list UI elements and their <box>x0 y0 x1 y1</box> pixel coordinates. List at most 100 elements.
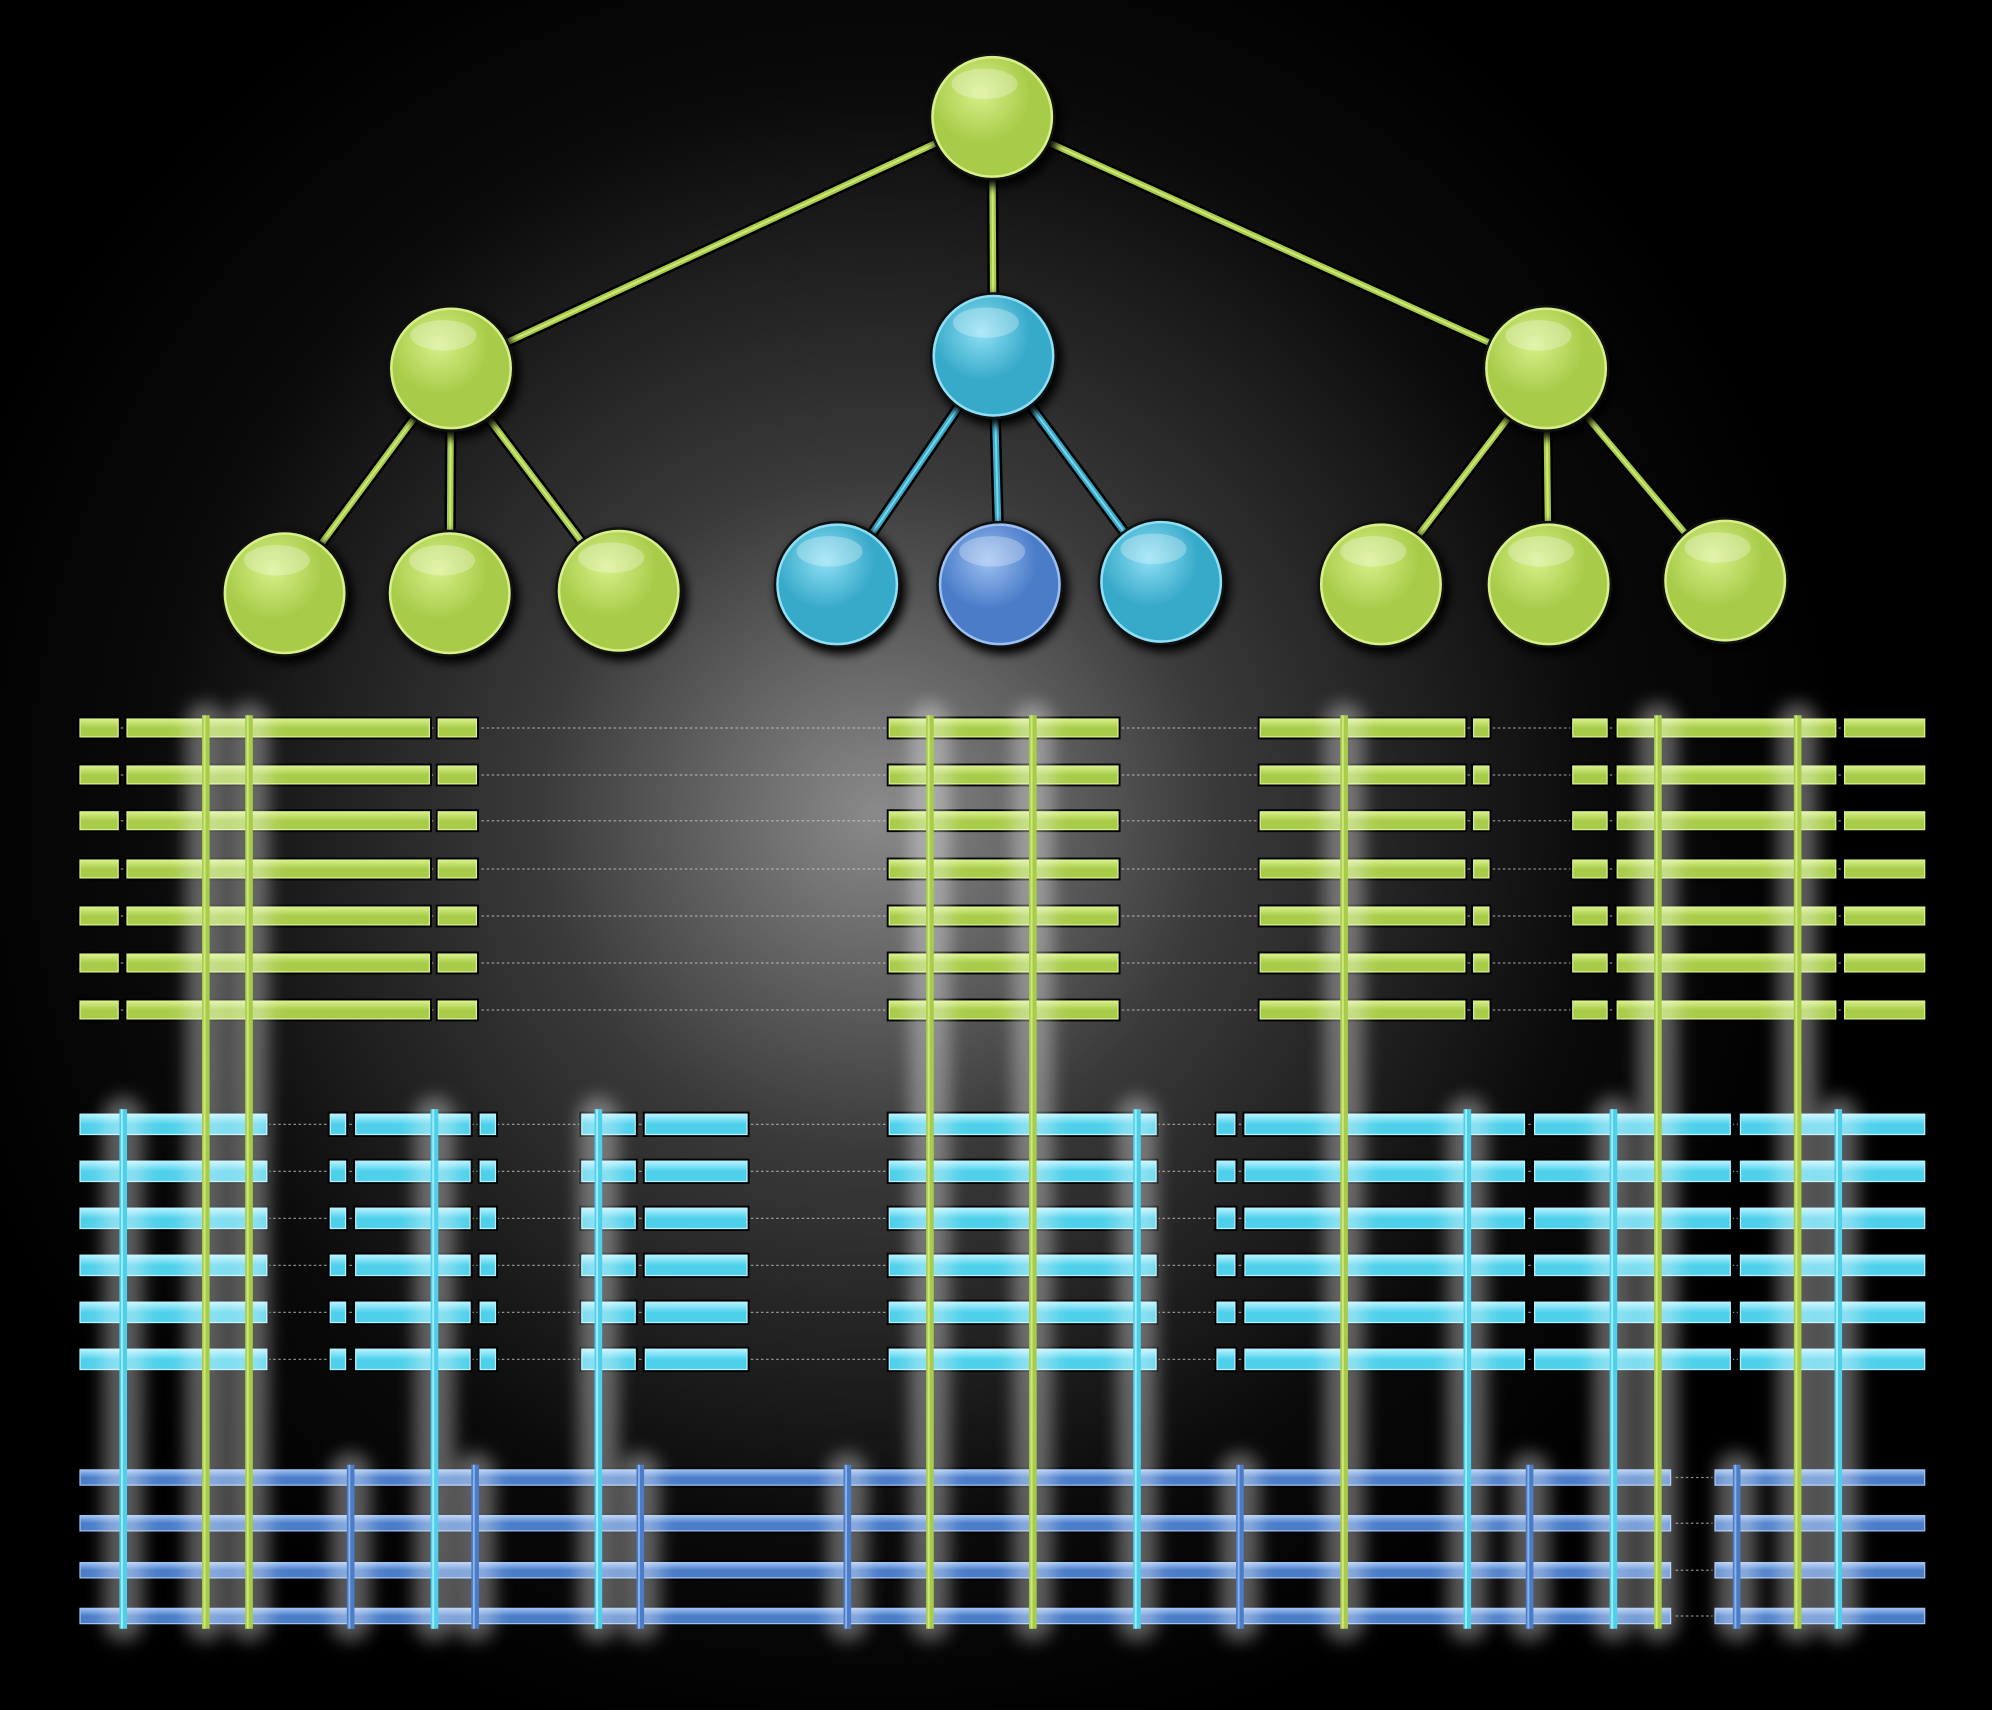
green-bar-r6-s7 <box>1572 953 1608 973</box>
green-bar-r5-s1 <box>79 906 119 926</box>
green-bar-r6-s9 <box>1843 953 1926 973</box>
green-bar-r7-s3 <box>437 1000 478 1020</box>
level3-node-2-3-gloss <box>1120 533 1187 565</box>
green-bar-r7-s2 <box>126 1000 431 1020</box>
blue-bar-r4-s1 <box>79 1607 1672 1625</box>
cyan-bar-r3-s4 <box>479 1207 497 1230</box>
green-bar-r6-s6 <box>1473 953 1490 973</box>
level3-node-2-1[interactable] <box>776 523 899 646</box>
level3-node-1-3-gloss <box>578 542 645 573</box>
cyan-bar-r4-s2 <box>329 1254 347 1277</box>
green-bar-r1-s1 <box>79 718 119 738</box>
root-node[interactable] <box>931 55 1054 178</box>
green-bar-r3-s7 <box>1572 811 1608 831</box>
green-bar-r4-s1 <box>79 859 119 879</box>
cyan-bar-r2-s8 <box>1216 1160 1236 1183</box>
green-bar-r3-s1 <box>79 811 119 831</box>
level2-node-1[interactable] <box>390 307 512 430</box>
cyan-bar-r4-s4 <box>479 1254 497 1277</box>
green-bar-r7-s7 <box>1572 1000 1608 1020</box>
level3-node-1-2-gloss <box>409 545 476 576</box>
green-bar-r5-s3 <box>437 906 478 926</box>
green-bar-r2-s2 <box>126 765 431 785</box>
green-bar-r4-s9 <box>1843 859 1926 879</box>
cyan-bar-r1-s8 <box>1216 1113 1236 1136</box>
level3-node-1-1-gloss <box>243 545 310 576</box>
level3-node-3-2-gloss <box>1507 536 1575 567</box>
green-bar-r6-s3 <box>437 953 478 973</box>
green-bar-r6-s2 <box>126 953 431 973</box>
edge-root-to-node-1-highlight <box>450 116 993 370</box>
cyan-bar-r4-s6 <box>644 1254 748 1277</box>
green-bar-r4-s7 <box>1572 859 1608 879</box>
green-bar-r5-s9 <box>1843 906 1926 926</box>
green-bar-r1-s3 <box>437 718 478 738</box>
level3-node-3-1-gloss <box>1340 536 1407 567</box>
green-bar-r6-s1 <box>79 953 119 973</box>
root-node-gloss <box>951 68 1018 100</box>
green-bar-r7-s6 <box>1473 1000 1490 1020</box>
level2-node-1-gloss <box>410 320 477 351</box>
green-bar-r3-s6 <box>1473 811 1490 831</box>
green-bar-r4-s2 <box>126 859 431 879</box>
level3-node-1-1[interactable] <box>223 532 346 655</box>
edge-root-to-node-3-highlight <box>991 116 1547 370</box>
level3-node-3-2[interactable] <box>1487 523 1610 646</box>
level2-node-2-gloss <box>952 307 1019 338</box>
green-bar-r5-s7 <box>1572 906 1608 926</box>
cyan-bar-r2-s2 <box>329 1160 347 1183</box>
blue-bar-r1-s1 <box>79 1469 1672 1486</box>
vertical-connectors <box>102 702 1859 1642</box>
level3-node-2-3[interactable] <box>1100 520 1223 643</box>
tree-nodes <box>221 53 1794 664</box>
cyan-bar-r2-s4 <box>479 1160 497 1183</box>
level3-node-2-2-gloss <box>959 536 1026 567</box>
cyan-bar-r2-s6 <box>644 1160 748 1183</box>
level3-node-2-1-gloss <box>796 536 863 567</box>
green-bar-r4-s6 <box>1473 859 1490 879</box>
level2-node-2[interactable] <box>932 294 1055 417</box>
level3-node-1-2[interactable] <box>388 532 511 655</box>
level2-node-3[interactable] <box>1485 307 1608 430</box>
level2-node-3-gloss <box>1505 320 1572 351</box>
cyan-bar-r5-s4 <box>479 1301 497 1324</box>
blue-bar-r3-s1 <box>79 1561 1672 1579</box>
green-bar-r3-s2 <box>126 811 431 831</box>
cyan-bar-r1-s2 <box>329 1113 347 1136</box>
cyan-bar-r1-s6 <box>644 1113 748 1136</box>
green-bar-r2-s7 <box>1572 765 1608 785</box>
cyan-bar-r5-s6 <box>644 1301 748 1324</box>
cyan-bar-r6-s4 <box>479 1348 497 1371</box>
green-bar-r3-s9 <box>1843 811 1926 831</box>
green-bar-r2-s3 <box>437 765 478 785</box>
green-bar-r1-s6 <box>1473 718 1490 738</box>
cyan-bar-r5-s2 <box>329 1301 347 1324</box>
green-bar-r1-s9 <box>1843 718 1926 738</box>
level3-node-2-2[interactable] <box>938 523 1061 646</box>
green-bar-r1-s2 <box>126 718 431 738</box>
green-bar-r1-s7 <box>1572 718 1608 738</box>
green-bar-r5-s6 <box>1473 906 1490 926</box>
cyan-bar-r4-s8 <box>1216 1254 1236 1277</box>
green-bar-r2-s9 <box>1843 765 1926 785</box>
green-bar-r4-s3 <box>437 859 478 879</box>
cyan-bar-r3-s6 <box>644 1207 748 1230</box>
cyan-bar-r3-s8 <box>1216 1207 1236 1230</box>
level3-node-3-3[interactable] <box>1664 519 1787 642</box>
green-bar-r5-s2 <box>126 906 431 926</box>
green-bar-r7-s1 <box>79 1000 119 1020</box>
level3-node-1-3[interactable] <box>557 529 680 652</box>
cyan-bar-r1-s4 <box>479 1113 497 1136</box>
cyan-bar-r3-s2 <box>329 1207 347 1230</box>
green-bar-r3-s3 <box>437 811 478 831</box>
green-bar-r2-s6 <box>1473 765 1490 785</box>
cyan-bar-r6-s8 <box>1216 1348 1236 1371</box>
green-bar-r2-s1 <box>79 765 119 785</box>
blue-bar-r2-s1 <box>79 1514 1672 1532</box>
green-bar-r7-s9 <box>1843 1000 1926 1020</box>
level3-node-3-3-gloss <box>1684 532 1751 563</box>
cyan-bar-r6-s6 <box>644 1348 748 1371</box>
level3-node-3-1[interactable] <box>1319 523 1442 646</box>
cyan-bar-r6-s2 <box>329 1348 347 1371</box>
